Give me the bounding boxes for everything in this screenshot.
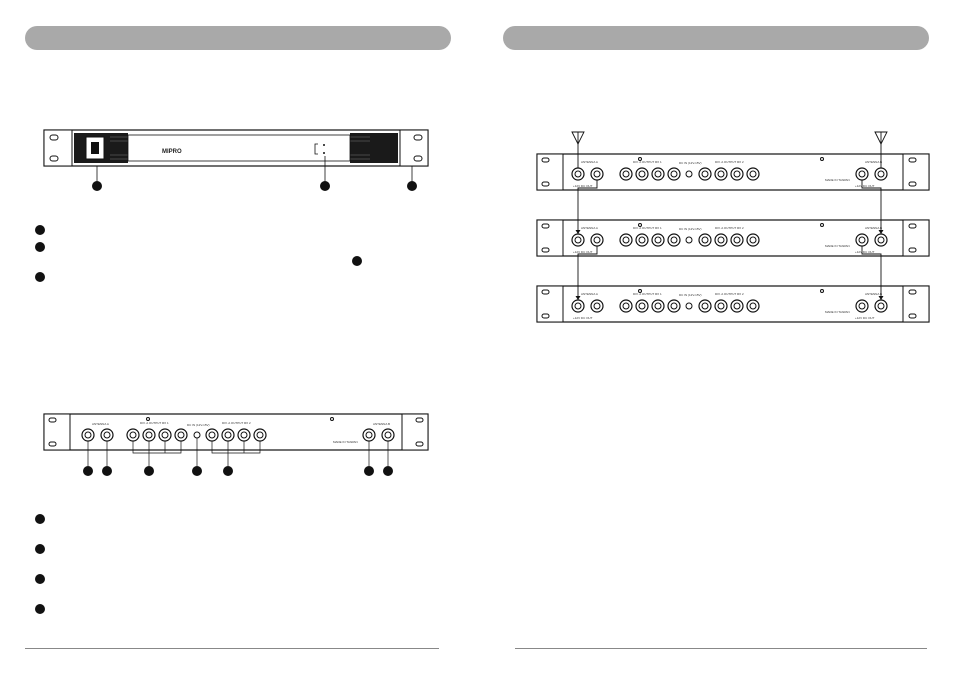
- bnc-connector-icon: [619, 299, 633, 313]
- bnc-connector-icon: [746, 299, 760, 313]
- bnc-connector-icon: [635, 167, 649, 181]
- bnc-connector-icon: [667, 233, 681, 247]
- brand-logo: MIPRO: [162, 149, 182, 155]
- rear-panel-unit-1: ANTENNA A DIV. A OUTPUT RX 1 DC IN (12V-15…: [536, 153, 930, 191]
- callout-dot-icon: [407, 181, 417, 191]
- svg-text:DC IN (12V-15V): DC IN (12V-15V): [679, 293, 702, 297]
- callout-dot-icon: [35, 514, 45, 524]
- svg-text:MADE IN TAIWAN: MADE IN TAIWAN: [825, 310, 850, 314]
- callout-dot-icon: [35, 242, 45, 252]
- callout-dot-icon: [383, 466, 393, 476]
- bnc-connector-icon: [746, 233, 760, 247]
- callout-dot-icon: [92, 181, 102, 191]
- bnc-connector-icon: [651, 299, 665, 313]
- callout-dot-icon: [35, 604, 45, 614]
- svg-text:ANTENNA A: ANTENNA A: [581, 292, 598, 296]
- bnc-connector-icon: [651, 233, 665, 247]
- bnc-connector-icon: [855, 299, 869, 313]
- svg-text:+12V DC OUT: +12V DC OUT: [855, 250, 875, 254]
- rear-panel-unit-3: ANTENNA A DIV. A OUTPUT RX 1 DC IN (12V-15…: [536, 285, 930, 323]
- antenna-icon: [874, 131, 888, 168]
- bnc-connector-icon: [714, 233, 728, 247]
- callout-dot-icon: [364, 466, 374, 476]
- svg-text:DIV. A OUTPUT RX 2: DIV. A OUTPUT RX 2: [715, 226, 744, 230]
- svg-text:DC IN (12V-15V): DC IN (12V-15V): [679, 161, 702, 165]
- callout-dot-icon: [192, 466, 202, 476]
- callout-dot-icon: [320, 181, 330, 191]
- bnc-connector-icon: [635, 299, 649, 313]
- right-footer-rule: [515, 648, 927, 649]
- svg-text:DC IN (12V-15V): DC IN (12V-15V): [187, 423, 210, 427]
- callout-dot-icon: [83, 466, 93, 476]
- callout-dot-icon: [223, 466, 233, 476]
- bnc-connector-icon: [698, 167, 712, 181]
- bnc-connector-icon: [730, 233, 744, 247]
- svg-text:DIV. A OUTPUT RX 1: DIV. A OUTPUT RX 1: [633, 160, 662, 164]
- bnc-connector-icon: [651, 167, 665, 181]
- svg-text:MADE IN TAIWAN: MADE IN TAIWAN: [825, 178, 850, 182]
- svg-text:ANTENNA A: ANTENNA A: [92, 422, 109, 426]
- callout-dot-icon: [35, 574, 45, 584]
- svg-text:MADE IN TAIWAN: MADE IN TAIWAN: [825, 244, 850, 248]
- svg-text:ANTENNA B: ANTENNA B: [865, 226, 882, 230]
- svg-text:DIV. A OUTPUT RX 1: DIV. A OUTPUT RX 1: [633, 226, 662, 230]
- bnc-connector-icon: [619, 233, 633, 247]
- svg-text:DIV. A OUTPUT RX 2: DIV. A OUTPUT RX 2: [715, 292, 744, 296]
- svg-text:+12V DC OUT: +12V DC OUT: [573, 184, 593, 188]
- svg-text:DIV. A OUTPUT RX 2: DIV. A OUTPUT RX 2: [222, 421, 251, 425]
- callout-dot-icon: [102, 466, 112, 476]
- bnc-connector-icon: [590, 299, 604, 313]
- rear-panel-unit-2: ANTENNA A DIV. A OUTPUT RX 1 DC IN (12V-15…: [536, 219, 930, 257]
- right-section-header-bar: [503, 26, 929, 50]
- callout-dot-icon: [35, 544, 45, 554]
- callout-dot-icon: [352, 256, 362, 266]
- bnc-connector-icon: [619, 167, 633, 181]
- left-footer-rule: [25, 648, 439, 649]
- antenna-icon: [571, 131, 585, 168]
- front-panel-diagram: MIPRO: [43, 129, 429, 191]
- svg-text:+12V DC OUT: +12V DC OUT: [573, 250, 593, 254]
- power-switch-icon[interactable]: [85, 136, 105, 160]
- svg-text:+12V DC OUT: +12V DC OUT: [573, 316, 593, 320]
- bnc-connector-icon: [730, 167, 744, 181]
- cascade-connection-diagram: ANTENNA A DIV. A OUTPUT RX 1 DC IN (12V-15…: [536, 131, 930, 323]
- svg-text:DIV. A OUTPUT RX 2: DIV. A OUTPUT RX 2: [715, 160, 744, 164]
- svg-text:DC IN (12V-15V): DC IN (12V-15V): [679, 227, 702, 231]
- callout-dot-icon: [144, 466, 154, 476]
- right-page: ANTENNA A DIV. A OUTPUT RX 1 DC IN (12V-15…: [477, 0, 954, 674]
- svg-text:ANTENNA B: ANTENNA B: [373, 422, 390, 426]
- svg-text:DIV. A OUTPUT RX 1: DIV. A OUTPUT RX 1: [140, 421, 169, 425]
- svg-text:ANTENNA B: ANTENNA B: [865, 160, 882, 164]
- callout-dot-icon: [35, 225, 45, 235]
- left-section-header-bar: [25, 26, 451, 50]
- svg-text:+12V DC OUT: +12V DC OUT: [855, 184, 875, 188]
- bnc-connector-icon: [698, 299, 712, 313]
- svg-text:DIV. A OUTPUT RX 1: DIV. A OUTPUT RX 1: [633, 292, 662, 296]
- bnc-connector-icon: [635, 233, 649, 247]
- left-page: MIPRO ANTENNA A DIV. A OUTPUT RX 1: [25, 26, 451, 649]
- bnc-connector-icon: [667, 299, 681, 313]
- bnc-connector-icon: [714, 167, 728, 181]
- bnc-connector-icon: [698, 233, 712, 247]
- callout-dot-icon: [35, 272, 45, 282]
- svg-text:+12V DC OUT: +12V DC OUT: [855, 316, 875, 320]
- bnc-connector-icon: [667, 167, 681, 181]
- svg-text:MADE IN TAIWAN: MADE IN TAIWAN: [333, 440, 358, 444]
- bnc-connector-icon: [746, 167, 760, 181]
- svg-text:ANTENNA A: ANTENNA A: [581, 160, 598, 164]
- svg-text:ANTENNA A: ANTENNA A: [581, 226, 598, 230]
- rear-panel-diagram: ANTENNA A DIV. A OUTPUT RX 1 DC IN (12V-…: [43, 413, 429, 476]
- bnc-connector-icon: [714, 299, 728, 313]
- svg-text:ANTENNA B: ANTENNA B: [865, 292, 882, 296]
- bnc-connector-icon: [730, 299, 744, 313]
